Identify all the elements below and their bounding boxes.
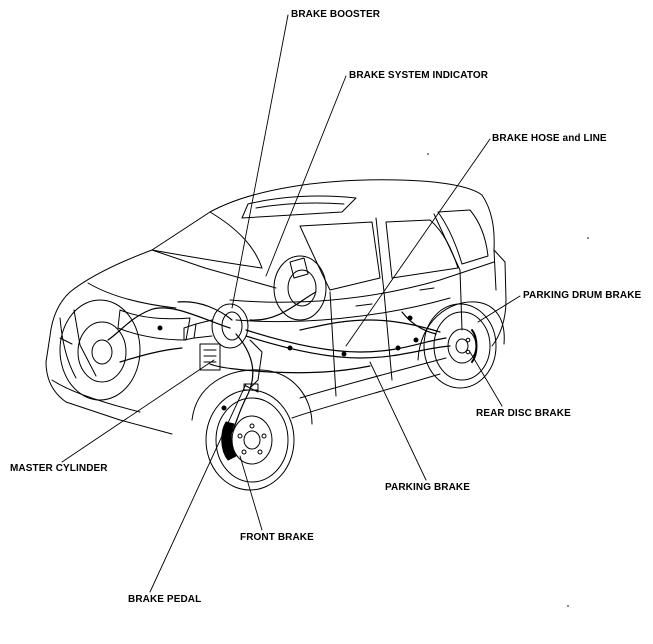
rear-wheel bbox=[423, 303, 497, 389]
brake-lines bbox=[107, 291, 451, 433]
front-wheel bbox=[205, 389, 295, 491]
callout-parking-brake: PARKING BRAKE bbox=[385, 482, 471, 493]
callout-rear-disc-brake: REAR DISC BRAKE bbox=[476, 408, 571, 419]
line-clips bbox=[157, 315, 419, 411]
leader-lines bbox=[61, 14, 521, 593]
callout-brake-hose-and-line: BRAKE HOSE and LINE bbox=[492, 133, 607, 144]
far-side-wheels bbox=[59, 255, 327, 401]
brake-pedal-assembly bbox=[243, 339, 263, 393]
callout-master-cylinder: MASTER CYLINDER bbox=[10, 463, 108, 474]
callout-front-brake: FRONT BRAKE bbox=[240, 532, 314, 543]
callout-brake-booster: BRAKE BOOSTER bbox=[291, 9, 381, 20]
callout-brake-system-indicator: BRAKE SYSTEM INDICATOR bbox=[349, 70, 489, 81]
windows bbox=[151, 195, 489, 397]
callout-brake-pedal: BRAKE PEDAL bbox=[128, 594, 202, 605]
brake-booster-assembly bbox=[183, 303, 249, 371]
callout-parking-drum-brake: PARKING DRUM BRAKE bbox=[523, 290, 642, 301]
ink-specks bbox=[427, 153, 589, 607]
vehicle-body-outline bbox=[45, 179, 507, 435]
